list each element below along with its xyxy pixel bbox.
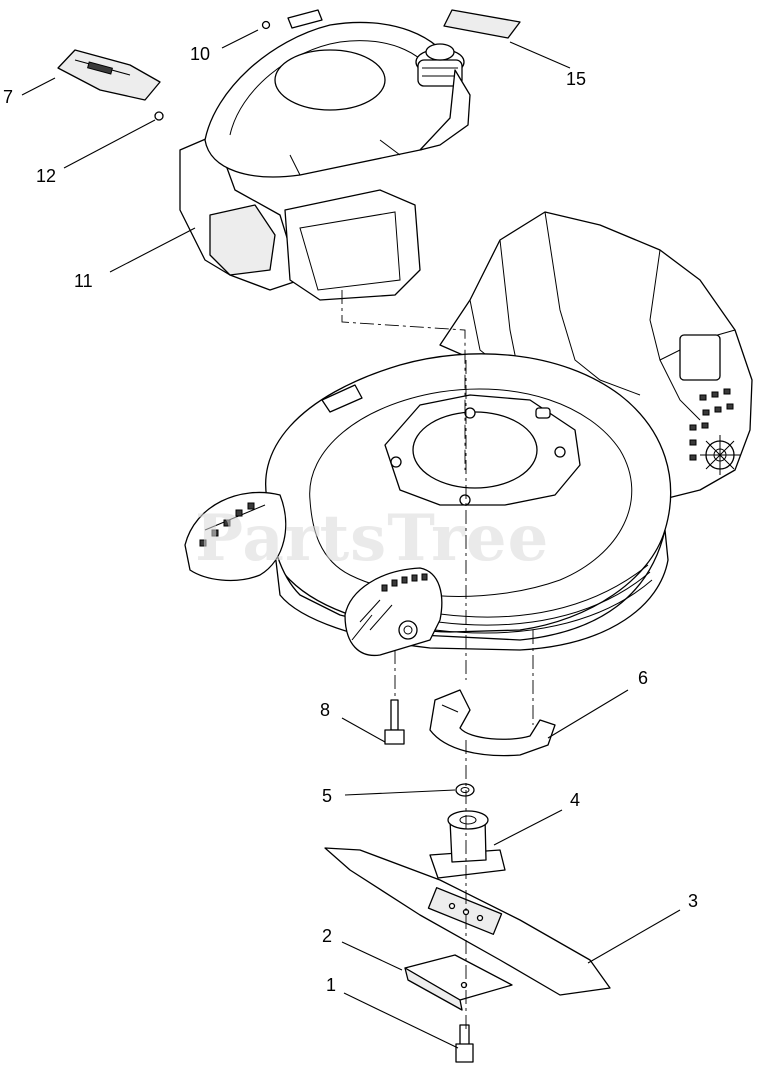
callout-3: 3 <box>688 891 698 911</box>
decal-part-8[interactable] <box>57 49 161 101</box>
callout-labels: 7 10 12 15 11 8 6 5 4 3 2 1 <box>3 44 698 995</box>
callout-4: 4 <box>570 790 580 810</box>
plug-part-12[interactable] <box>154 111 164 121</box>
blade-part-3[interactable] <box>324 847 611 996</box>
callout-leaders <box>21 29 681 1049</box>
callout-15: 15 <box>566 69 586 89</box>
callout-1: 1 <box>326 975 336 995</box>
blade-bolt-part-1[interactable] <box>455 1024 474 1063</box>
mower-deck-housing[interactable] <box>265 211 753 651</box>
assembly-centerlines <box>341 290 534 1030</box>
screw-part-10[interactable] <box>261 20 271 30</box>
callout-5: 5 <box>322 786 332 806</box>
blade-stiffener-part-2[interactable] <box>404 954 513 1011</box>
callout-2: 2 <box>322 926 332 946</box>
watermark-text: PartsTree <box>195 501 549 576</box>
callout-7: 8 <box>320 700 330 720</box>
baffle-part-6[interactable] <box>429 689 556 757</box>
housing-vent-slots <box>689 388 734 461</box>
callout-12: 12 <box>36 166 56 186</box>
callout-10: 10 <box>190 44 210 64</box>
callout-6: 6 <box>638 668 648 688</box>
callout-8: 7 <box>3 87 13 107</box>
decal-part-15[interactable] <box>443 9 521 39</box>
bolt-part-7[interactable] <box>384 699 405 745</box>
front-right-height-adjuster[interactable] <box>344 567 443 657</box>
engine-assembly[interactable] <box>179 9 471 301</box>
front-left-height-adjuster[interactable] <box>184 491 287 582</box>
callout-11: 11 <box>74 271 93 291</box>
washer-part-5[interactable] <box>455 783 475 797</box>
blade-adapter-part-4[interactable] <box>429 810 506 879</box>
